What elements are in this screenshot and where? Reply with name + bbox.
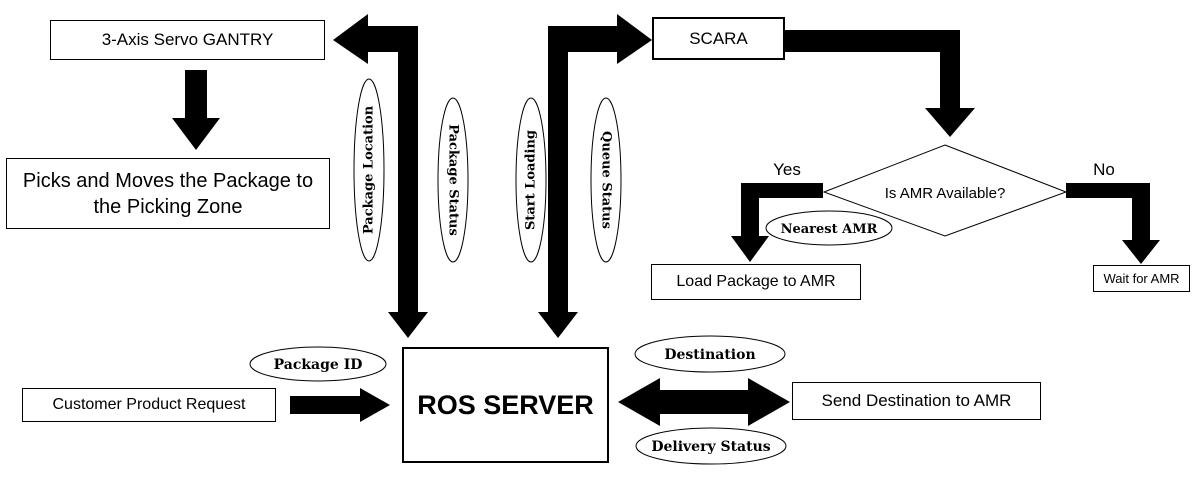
svg-text:Nearest AMR: Nearest AMR	[781, 222, 878, 237]
oval-delivery-status: Delivery Status	[635, 427, 787, 465]
svg-text:Queue Status: Queue Status	[599, 131, 614, 229]
no-label: No	[1093, 160, 1115, 179]
oval-destination: Destination	[634, 335, 786, 373]
decision-diamond	[822, 144, 1068, 237]
arrow-scara-to-decision	[785, 30, 975, 137]
send-destination-label: Send Destination to AMR	[821, 391, 1012, 410]
load-package-box: Load Package to AMR	[651, 264, 861, 300]
load-package-label: Load Package to AMR	[676, 273, 836, 290]
picks-label: Picks and Moves the Package to the Picki…	[22, 169, 314, 218]
oval-queue-status: Queue Status	[590, 97, 622, 263]
oval-nearest-amr: Nearest AMR	[765, 210, 893, 246]
oval-package-id: Package ID	[249, 346, 387, 382]
gantry-label: 3-Axis Servo GANTRY	[101, 30, 274, 49]
picks-box: Picks and Moves the Package to the Picki…	[6, 158, 330, 229]
svg-text:Start Loading: Start Loading	[524, 130, 539, 230]
yes-label: Yes	[773, 160, 801, 179]
arrow-server-send-bidirectional	[618, 378, 790, 426]
scara-box: SCARA	[652, 17, 785, 60]
gantry-box: 3-Axis Servo GANTRY	[50, 20, 325, 60]
ros-server-label: ROS SERVER	[417, 389, 594, 420]
arrow-customer-to-server	[290, 388, 390, 422]
ros-server-box: ROS SERVER	[402, 347, 609, 463]
arrow-no-branch	[1066, 183, 1160, 264]
wait-box: Wait for AMR	[1093, 265, 1190, 292]
svg-text:Package ID: Package ID	[274, 357, 363, 373]
customer-request-label: Customer Product Request	[52, 396, 246, 413]
svg-text:Package Location: Package Location	[362, 105, 377, 234]
arrow-yes-branch	[731, 183, 823, 262]
customer-request-box: Customer Product Request	[22, 388, 276, 422]
svg-text:Destination: Destination	[664, 347, 755, 363]
arrow-server-to-gantry	[333, 14, 428, 338]
oval-package-location: Package Location	[353, 78, 385, 262]
svg-text:Package Status: Package Status	[446, 124, 461, 236]
arrow-gantry-to-picks	[172, 70, 220, 150]
svg-text:Delivery Status: Delivery Status	[651, 439, 770, 455]
send-destination-box: Send Destination to AMR	[792, 382, 1041, 420]
oval-start-loading: Start Loading	[515, 97, 547, 263]
oval-package-status: Package Status	[437, 97, 469, 263]
wait-label: Wait for AMR	[1103, 271, 1180, 286]
arrow-server-to-scara	[538, 14, 652, 338]
scara-label: SCARA	[689, 28, 748, 48]
decision-label: Is AMR Available?	[885, 185, 1006, 202]
